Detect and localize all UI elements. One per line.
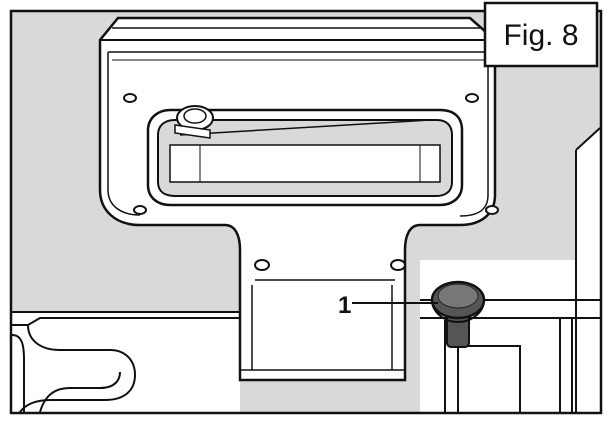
figure-label: Fig. 8 <box>503 19 578 52</box>
knob-component <box>430 280 486 348</box>
figure-label-box: Fig. 8 <box>483 1 599 68</box>
mounting-holes <box>123 93 499 271</box>
left-housing <box>11 311 240 413</box>
figure-border <box>9 9 603 415</box>
callout-1: 1 <box>338 292 438 319</box>
callout-number: 1 <box>338 292 351 319</box>
screw-head <box>174 105 214 139</box>
handle-assembly <box>98 16 499 382</box>
